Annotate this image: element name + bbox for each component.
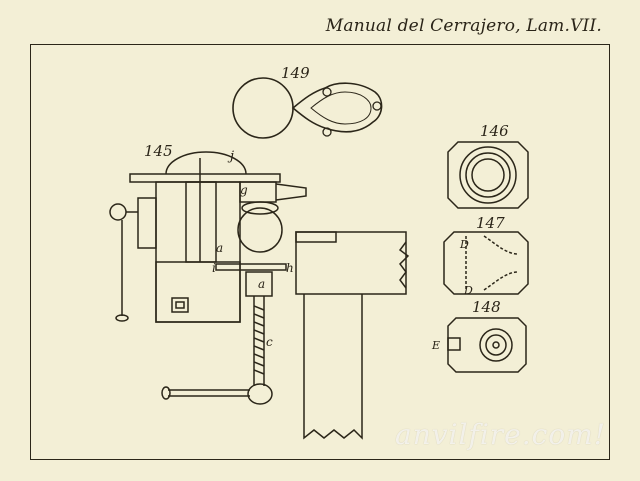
figure-147: 147 D D [436,214,536,304]
label-D-bottom: D [463,284,473,297]
label-j: j [227,149,234,164]
figure-146-number: 146 [480,122,509,140]
label-D-top: D [459,238,469,251]
figure-149: 149 [225,62,395,152]
label-h: h [286,261,294,275]
label-g: g [240,183,248,197]
figure-148-number: 148 [472,298,501,316]
label-a-upper: a [216,241,223,255]
figure-147-number: 147 [476,214,505,232]
plate-frame [30,44,610,460]
figure-145: 145 [100,138,420,448]
label-c: c [266,335,273,349]
plate-title: Manual del Cerrajero, Lam.VII. [325,16,602,36]
figure-146: 146 [438,122,538,212]
figure-148: 148 E [428,298,538,378]
figure-148-drawing: E [431,317,527,373]
figure-146-drawing [447,141,529,209]
figure-145-drawing: j g a i h a c [109,149,410,440]
figure-149-number: 149 [281,64,310,82]
label-i: i [212,261,216,275]
watermark: anvilfire.com! [395,418,606,451]
label-E: E [431,339,440,352]
figure-147-drawing: D D [443,231,529,297]
figure-149-drawing [232,77,383,139]
label-a-lower: a [258,277,265,291]
figure-145-number: 145 [144,142,173,160]
